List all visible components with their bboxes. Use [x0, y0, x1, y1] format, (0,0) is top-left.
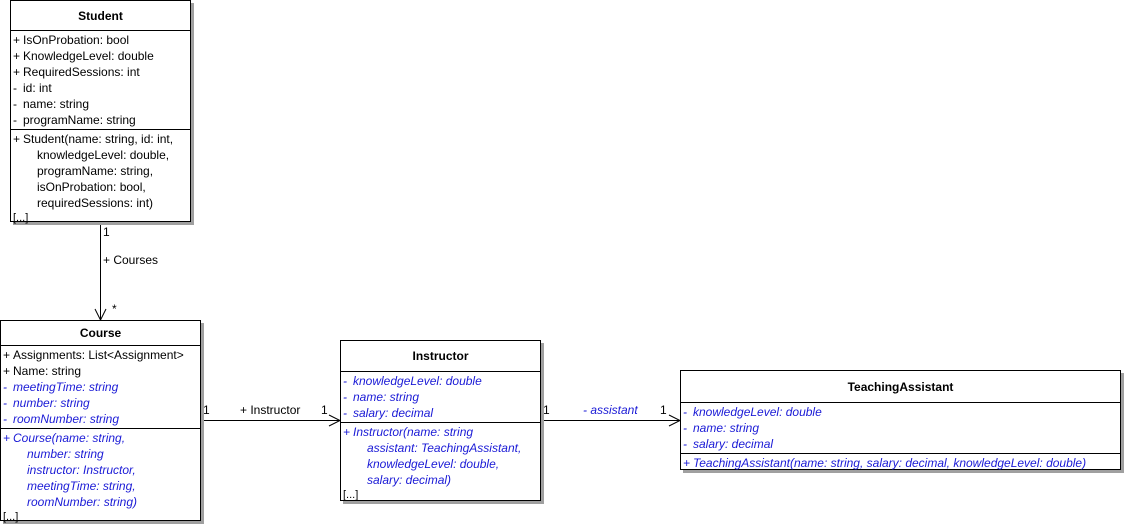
attribute-row: -roomNumber: string [3, 412, 120, 426]
student-class-box[interactable]: Student +IsOnProbation: bool +KnowledgeL… [10, 0, 191, 224]
attribute-row: -name: string [683, 421, 760, 435]
class-name: Instructor [341, 341, 540, 372]
operation-continuation: assistant: TeachingAssistant, [367, 441, 522, 455]
attribute-row: +KnowledgeLevel: double [13, 49, 154, 63]
operation-continuation: requiredSessions: int) [37, 196, 154, 210]
class-name: Course [1, 321, 200, 346]
course-operations: +Course(name: string, number: string ins… [1, 429, 200, 525]
attribute-row: -name: string [13, 97, 90, 111]
student-course-role-label: + Courses [103, 253, 159, 267]
operation-row: +TeachingAssistant(name: string, salary:… [683, 456, 1087, 470]
attribute-row: -programName: string [13, 113, 136, 127]
operation-continuation: isOnProbation: bool, [37, 180, 146, 194]
student-course-target-multiplicity: * [112, 302, 117, 316]
operation-row: +Student(name: string, id: int, [13, 132, 174, 146]
operation-continuation: knowledgeLevel: double, [367, 457, 500, 471]
teaching-assistant-class-box[interactable]: TeachingAssistant -knowledgeLevel: doubl… [680, 370, 1121, 470]
attribute-row: -name: string [343, 390, 420, 404]
more-members-ellipsis: [...] [13, 212, 29, 224]
attribute-row: -number: string [3, 396, 90, 410]
operation-row: +Instructor(name: string [343, 425, 474, 439]
class-name: TeachingAssistant [681, 371, 1120, 403]
instructor-assistant-target-multiplicity: 1 [660, 403, 667, 417]
attribute-row: +Name: string [3, 364, 82, 378]
course-class-box[interactable]: Course +Assignments: List<Assignment> +N… [0, 320, 201, 523]
operation-continuation: instructor: Instructor, [27, 463, 136, 477]
operation-continuation: salary: decimal) [367, 473, 452, 487]
class-name: Student [11, 1, 190, 31]
operation-continuation: knowledgeLevel: double, [37, 148, 170, 162]
teaching-assistant-attributes: -knowledgeLevel: double -name: string -s… [681, 403, 1120, 454]
operation-continuation: programName: string, [37, 164, 154, 178]
instructor-attributes: -knowledgeLevel: double -name: string -s… [341, 372, 540, 423]
operation-row: +Course(name: string, [3, 431, 126, 445]
attribute-row: -salary: decimal [683, 437, 774, 451]
operation-continuation: roomNumber: string) [27, 495, 138, 509]
attribute-row: +Assignments: List<Assignment> [3, 348, 184, 362]
attribute-row: -knowledgeLevel: double [683, 405, 822, 419]
attribute-row: -salary: decimal [343, 406, 434, 420]
attribute-row: -id: int [13, 81, 52, 95]
more-members-ellipsis: [...] [3, 511, 19, 523]
operation-continuation: number: string [27, 447, 104, 461]
student-operations: +Student(name: string, id: int, knowledg… [11, 130, 190, 226]
attribute-row: +IsOnProbation: bool [13, 33, 130, 47]
instructor-assistant-source-multiplicity: 1 [543, 403, 550, 417]
course-instructor-source-multiplicity: 1 [203, 403, 210, 417]
operation-continuation: meetingTime: string, [27, 479, 136, 493]
course-instructor-target-multiplicity: 1 [321, 403, 328, 417]
attribute-row: +RequiredSessions: int [13, 65, 140, 79]
student-course-source-multiplicity: 1 [103, 225, 110, 239]
student-attributes: +IsOnProbation: bool +KnowledgeLevel: do… [11, 31, 190, 130]
course-instructor-role-label: + Instructor [240, 403, 301, 417]
attribute-row: -meetingTime: string [3, 380, 119, 394]
teaching-assistant-operations: +TeachingAssistant(name: string, salary:… [681, 454, 1120, 472]
attribute-row: -knowledgeLevel: double [343, 374, 482, 388]
course-attributes: +Assignments: List<Assignment> +Name: st… [1, 346, 200, 429]
more-members-ellipsis: [...] [343, 489, 359, 501]
instructor-class-box[interactable]: Instructor -knowledgeLevel: double -name… [340, 340, 541, 501]
instructor-assistant-role-label: - assistant [583, 403, 638, 417]
instructor-operations: +Instructor(name: string assistant: Teac… [341, 423, 540, 503]
